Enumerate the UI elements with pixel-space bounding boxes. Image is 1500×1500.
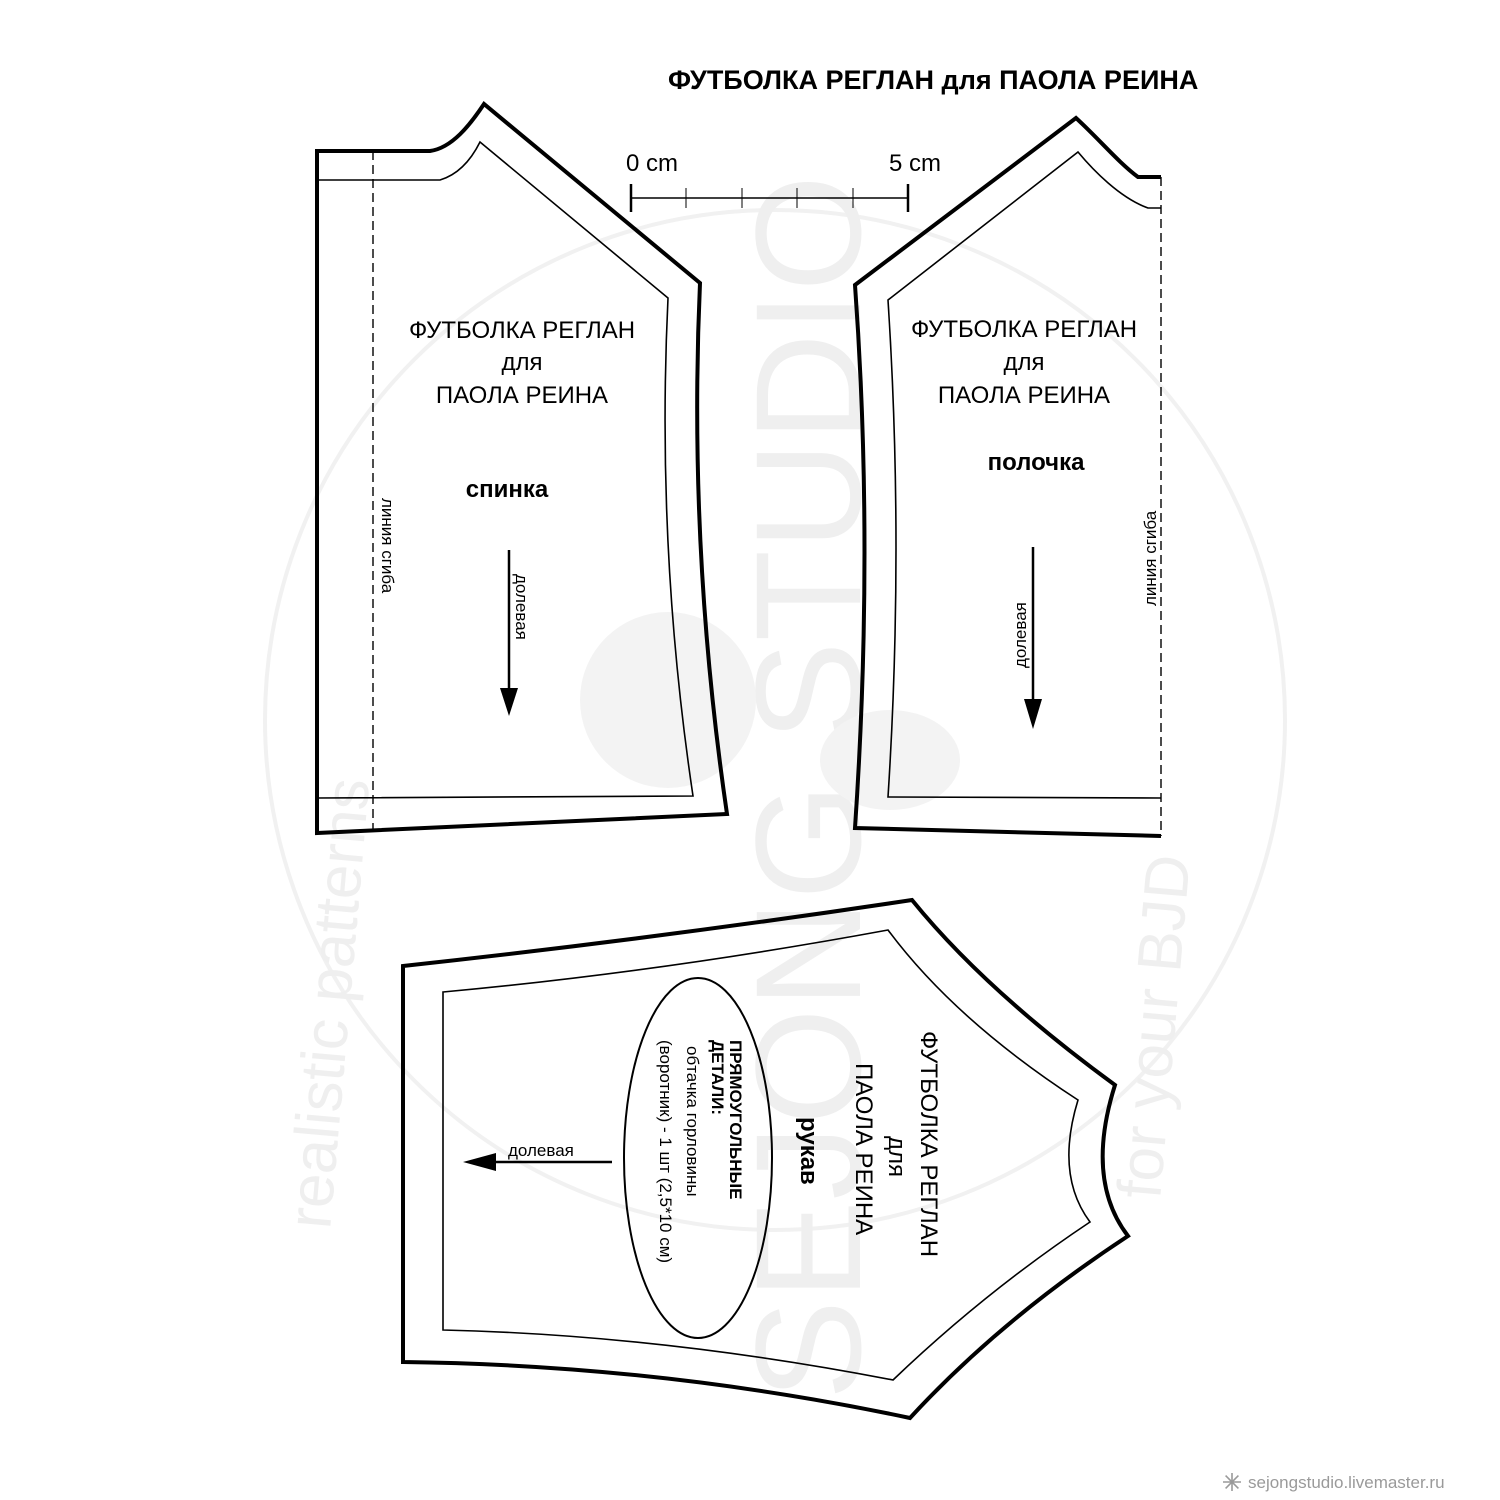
sleeve-grain-label: долевая bbox=[508, 1141, 574, 1160]
snowflake-icon bbox=[1223, 1473, 1241, 1491]
sleeve-grain-arrowhead bbox=[463, 1153, 496, 1171]
front-piece: ФУТБОЛКА РЕГЛАН для ПАОЛА РЕИНА полочка … bbox=[852, 115, 1162, 838]
back-title-line2: для bbox=[501, 349, 542, 376]
site-url: sejongstudio.livemaster.ru bbox=[1248, 1473, 1445, 1492]
front-fold-label: линия сгиба bbox=[1141, 510, 1160, 606]
front-title-line2: для bbox=[1003, 349, 1044, 376]
back-fold-label: линия сгиба bbox=[378, 498, 397, 594]
front-title-line3: ПАОЛА РЕИНА bbox=[938, 382, 1110, 409]
watermark: SEJONG STUDIO realistic patterns for you… bbox=[263, 175, 1287, 1400]
back-title-line3: ПАОЛА РЕИНА bbox=[436, 382, 608, 409]
front-grain-arrowhead bbox=[1024, 699, 1042, 729]
sleeve-note-line-2: (воротник) - 1 шт (2,5*10 см) bbox=[656, 1040, 675, 1263]
back-cut-line bbox=[315, 101, 730, 836]
sleeve-seam-line bbox=[442, 929, 1092, 1381]
front-seam-line bbox=[887, 150, 1162, 799]
sleeve-note-title-2: ДЕТАЛИ: bbox=[708, 1040, 727, 1115]
back-piece-name: спинка bbox=[466, 476, 549, 503]
sleeve-title-line2: для bbox=[883, 1136, 910, 1177]
sleeve-note-line-1: обтачка горловины bbox=[683, 1046, 702, 1197]
back-grain-label: долевая bbox=[512, 574, 531, 640]
front-piece-name: полочка bbox=[988, 449, 1085, 476]
scale-bar: 0 cm 5 cm bbox=[626, 150, 941, 212]
sleeve-cut-line bbox=[401, 897, 1131, 1421]
sleeve-note-title-1: ПРЯМОУГОЛЬНЫЕ bbox=[726, 1040, 745, 1200]
back-grain-arrowhead bbox=[500, 688, 518, 716]
front-cut-line bbox=[852, 115, 1162, 838]
sleeve-piece: ФУТБОЛКА РЕГЛАН для ПАОЛА РЕИНА рукав ПР… bbox=[401, 897, 1131, 1421]
watermark-left-text: realistic patterns bbox=[275, 776, 383, 1232]
sleeve-title-line1: ФУТБОЛКА РЕГЛАН bbox=[915, 1031, 942, 1257]
watermark-right-text: for your BJD bbox=[1105, 852, 1204, 1201]
scale-start-label: 0 cm bbox=[626, 150, 678, 177]
front-grain-label: долевая bbox=[1011, 602, 1030, 668]
back-seam-line bbox=[316, 140, 694, 799]
back-piece: ФУТБОЛКА РЕГЛАН для ПАОЛА РЕИНА спинка л… bbox=[315, 101, 730, 836]
watermark-doll-head bbox=[580, 612, 756, 788]
sleeve-piece-name: рукав bbox=[795, 1117, 822, 1185]
sleeve-title-line3: ПАОЛА РЕИНА bbox=[850, 1063, 877, 1235]
page-title: ФУТБОЛКА РЕГЛАН для ПАОЛА РЕИНА bbox=[668, 65, 1198, 95]
scale-end-label: 5 cm bbox=[889, 150, 941, 177]
footer: sejongstudio.livemaster.ru bbox=[1223, 1473, 1445, 1492]
front-title-line1: ФУТБОЛКА РЕГЛАН bbox=[911, 316, 1137, 343]
sleeve-note-oval bbox=[623, 977, 773, 1339]
watermark-ring bbox=[263, 208, 1287, 1232]
back-title-line1: ФУТБОЛКА РЕГЛАН bbox=[409, 317, 635, 344]
